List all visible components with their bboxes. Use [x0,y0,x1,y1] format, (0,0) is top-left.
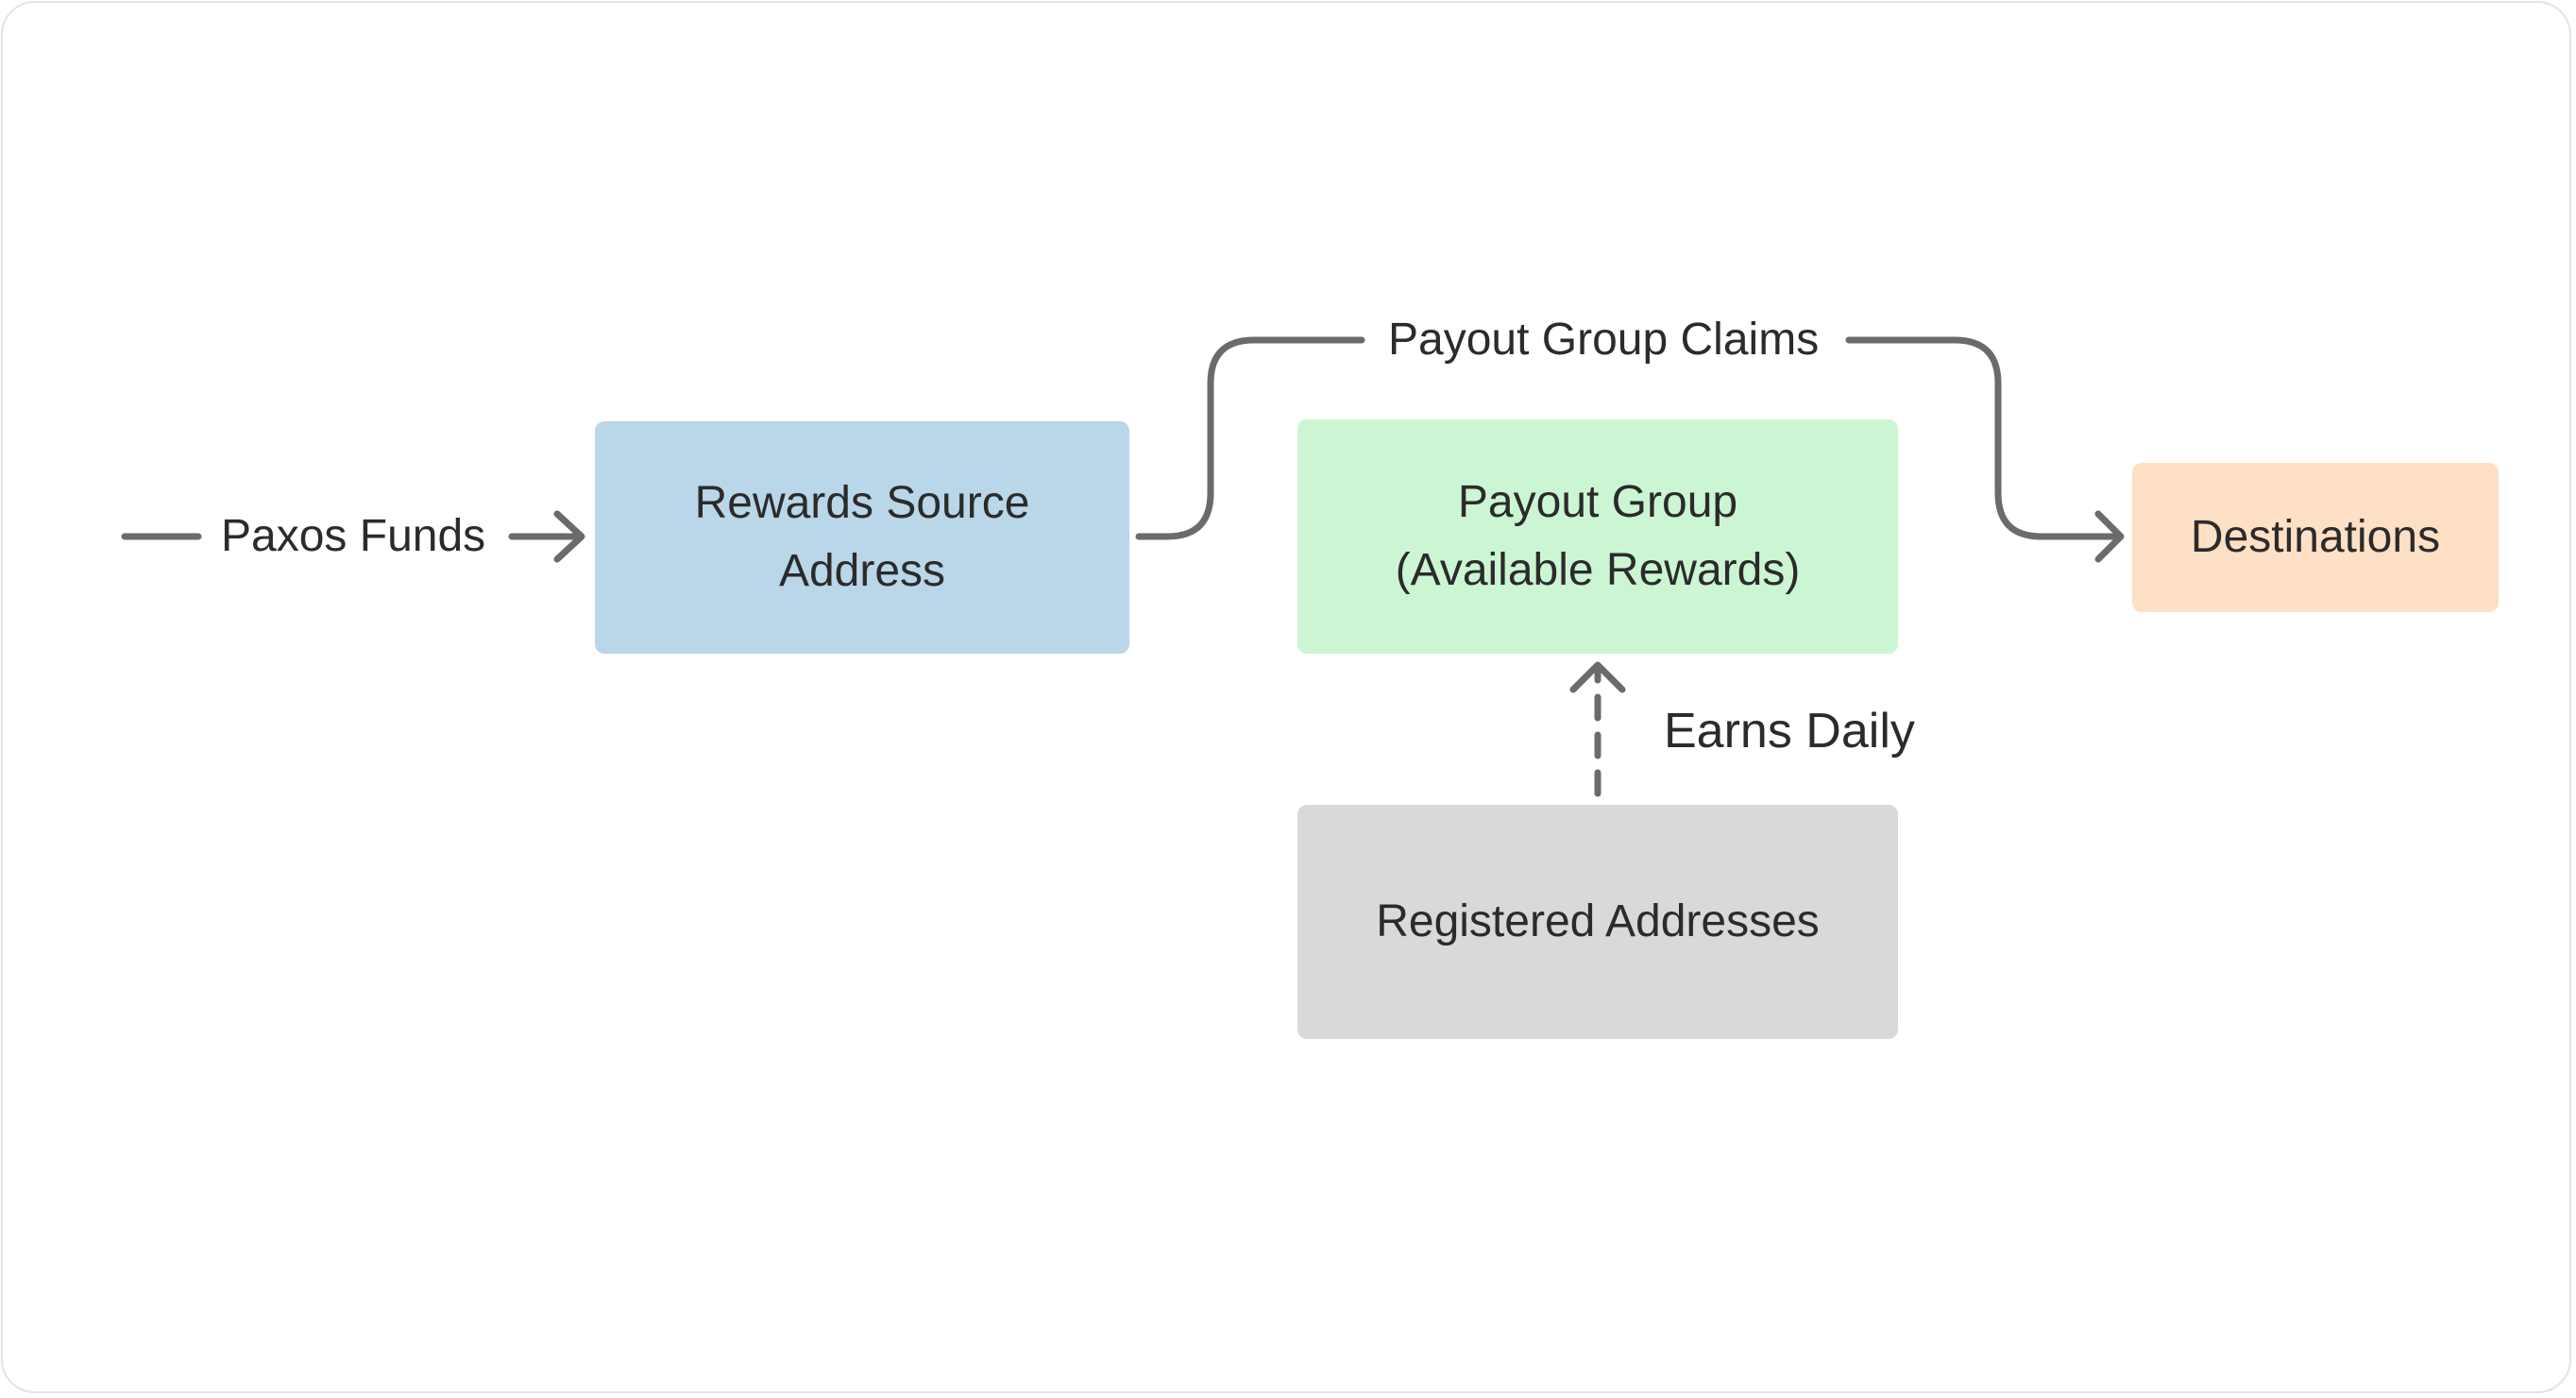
payout-claims-arrowhead [2094,510,2125,563]
edge-label-payout-group-claims: Payout Group Claims [1388,314,1820,367]
edge-label-paxos-funds: Paxos Funds [221,510,486,563]
node-payout-group: Payout Group (Available Rewards) [1297,419,1898,654]
payout-claims-line-right [1845,336,2119,540]
payout-claims-line-left [1135,336,1365,540]
node-payout-group-line1: Payout Group [1457,477,1738,527]
node-rewards-source-address: Rewards Source Address [595,421,1129,654]
earns-daily-arrowhead [1569,661,1626,693]
node-registered-addresses-label: Registered Addresses [1376,896,1820,946]
paxos-funds-arrowhead [553,510,585,563]
edge-label-earns-daily: Earns Daily [1664,704,1915,759]
node-destinations: Destinations [2132,463,2499,612]
node-rewards-source-line1: Rewards Source [694,478,1030,528]
node-destinations-label: Destinations [2190,512,2441,562]
node-registered-addresses: Registered Addresses [1297,805,1898,1039]
node-payout-group-line2: (Available Rewards) [1395,545,1801,595]
node-rewards-source-line2: Address [778,546,946,596]
